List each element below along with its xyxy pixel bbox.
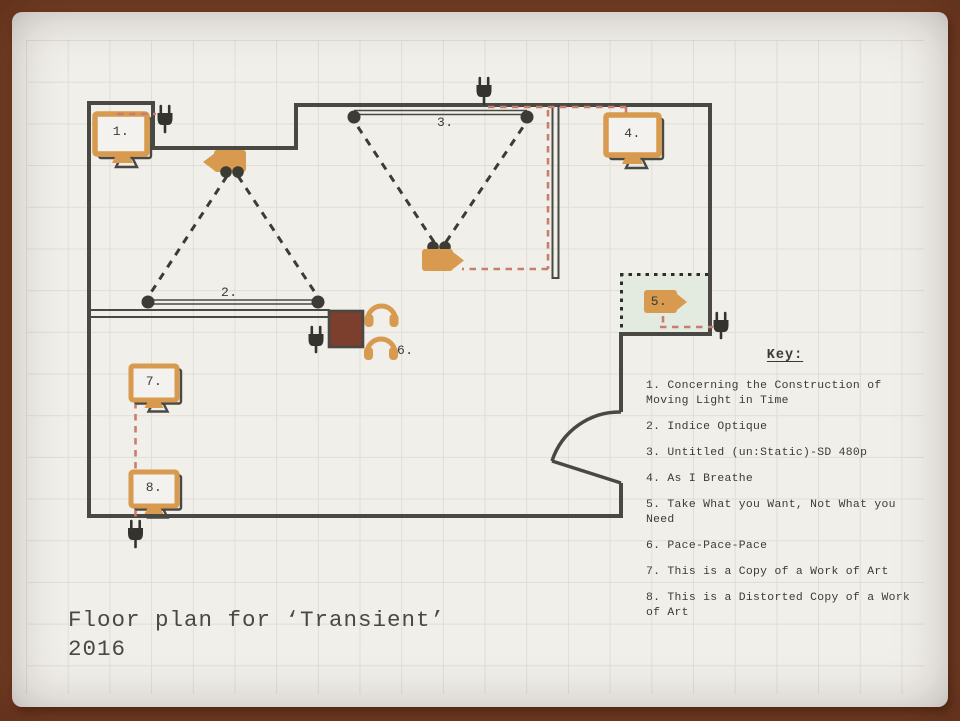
camera-5-icon — [644, 290, 687, 313]
monitor-8-label: 8. — [145, 480, 163, 495]
monitor-7-label: 7. — [145, 374, 163, 389]
plinth-box — [327, 309, 365, 349]
interior-walls — [88, 105, 560, 318]
key-item-3: 3. Untitled (un:Static)-SD 480p — [646, 447, 868, 459]
title-line-1: Floor plan for ‘Transient’ — [68, 607, 446, 633]
plug-icon-booth — [713, 311, 729, 340]
outer-walls — [87, 101, 712, 518]
key-heading: Key: — [766, 348, 804, 363]
projection-screen-3 — [347, 109, 534, 124]
plug-icon-top-middle — [476, 76, 492, 106]
interior-wall-vertical — [551, 105, 560, 279]
plug-icons — [128, 76, 729, 549]
door — [550, 410, 622, 485]
screen-2-label: 2. — [221, 285, 238, 300]
monitor-4-icon — [603, 112, 665, 170]
camera-5-label: 5. — [650, 294, 668, 309]
monitor-4-label: 4. — [624, 126, 641, 141]
key-item-6: 6. Pace-Pace-Pace — [646, 540, 768, 552]
headphones-icon-b — [364, 336, 398, 360]
key-item-1: 1. Concerning the Construction of Moving… — [646, 380, 882, 407]
key-item-2: 2. Indice Optique — [646, 421, 768, 433]
key-item-4: 4. As I Breathe — [646, 473, 754, 485]
door-swing-arc — [550, 410, 622, 462]
plug-icon-middle — [308, 325, 324, 354]
cable-camera5 — [660, 316, 713, 329]
key-list: 1. Concerning the Construction of Moving… — [646, 379, 924, 621]
projection-screen-2 — [141, 295, 325, 309]
monitor-1-icon — [92, 111, 153, 169]
cone-camera3 — [354, 123, 527, 243]
plug-icon-top-left — [157, 104, 173, 134]
monitor-7-icon — [128, 363, 183, 413]
cone-camera1 — [148, 175, 318, 295]
key-item-8: 8. This is a Distorted Copy of a Work of… — [646, 592, 911, 619]
monitor-1-label: 1. — [112, 124, 130, 139]
screen-3-label: 3. — [437, 115, 454, 130]
projection-cones — [148, 123, 527, 295]
title-line-2: 2016 — [68, 636, 127, 662]
monitor-8-icon — [128, 469, 183, 519]
interior-wall-horizontal — [88, 309, 330, 318]
camera-1-icon — [203, 150, 246, 178]
camera-3-icon — [422, 241, 464, 271]
key-item-5: 5. Take What you Want, Not What you Need — [646, 499, 896, 526]
key-panel: Key: 1. Concerning the Construction of M… — [646, 348, 924, 632]
door-leaf — [551, 459, 622, 485]
cable-camera3 — [462, 105, 628, 271]
booth-5-area — [620, 273, 710, 334]
page-title: Floor plan for ‘Transient’ 2016 — [68, 606, 445, 664]
plug-icon-bottom — [128, 519, 143, 549]
key-item-7: 7. This is a Copy of a Work of Art — [646, 566, 889, 578]
headphones-icon-a — [364, 303, 399, 327]
headphones-6-label: 6. — [397, 343, 414, 358]
